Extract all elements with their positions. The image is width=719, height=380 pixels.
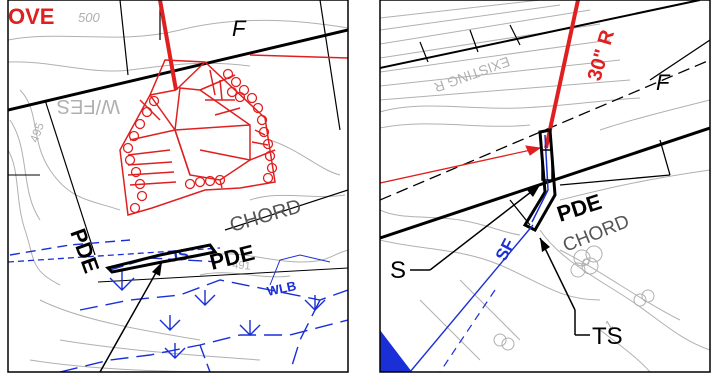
riprap-stone	[148, 95, 160, 107]
leader-arrow-left	[99, 261, 163, 372]
left-panel: OVE 500 F W/FES 495	[8, 0, 348, 372]
red-label-fragment: OVE	[8, 4, 54, 29]
pde-easement-outline	[105, 243, 218, 274]
riprap-stone	[246, 92, 258, 104]
storm-line-left	[8, 247, 221, 263]
riprap-stone	[264, 150, 276, 162]
storm-line-right-dashed	[439, 289, 496, 372]
riprap-stone	[124, 154, 136, 166]
riprap-stone	[128, 130, 140, 142]
left-contours	[8, 19, 348, 372]
storm-pipe-red	[380, 0, 580, 184]
callout-s: S	[390, 257, 406, 284]
riprap-stone	[234, 91, 246, 103]
chord-label-left: CHORD	[227, 195, 304, 236]
riprap-stone	[252, 102, 264, 114]
easement-label: W/FES	[57, 95, 120, 117]
callout-ts: TS	[592, 323, 623, 350]
riprap-stone	[194, 176, 206, 188]
contour-label-500: 500	[78, 10, 100, 25]
contour-label-491: 491	[232, 259, 251, 273]
riprap-stone	[129, 202, 141, 214]
riprap-stone	[184, 178, 196, 190]
riprap-stone	[262, 172, 274, 184]
riprap-stone	[266, 162, 278, 174]
existing-label: EXISTING R	[432, 54, 512, 96]
riprap-stone	[230, 76, 242, 88]
riprap-hatch	[127, 69, 269, 186]
riprap-stone	[141, 106, 153, 118]
riprap-stone	[262, 138, 274, 150]
storm-line-right	[409, 224, 534, 372]
callout-s-leader	[410, 184, 541, 271]
pipe-label: 30" R	[584, 27, 620, 83]
riprap-stone	[134, 118, 146, 130]
letter-f-right: F	[656, 70, 671, 95]
riprap-stone	[214, 174, 226, 186]
blue-arrowhead	[380, 330, 412, 372]
right-property-lines	[380, 0, 710, 240]
riprap-stone	[204, 175, 216, 187]
sf-label: SF	[492, 236, 519, 264]
letter-f: F	[232, 16, 247, 41]
left-property-lines	[8, 0, 348, 283]
pde-easement-right	[522, 128, 557, 232]
riprap-stones	[122, 68, 278, 214]
riprap-stone	[134, 178, 146, 190]
pde-label-left: PDE	[65, 225, 104, 276]
riprap-stone	[258, 126, 270, 138]
riprap-stone	[226, 86, 238, 98]
wlb-label: WLB	[266, 278, 298, 299]
riprap-stone	[122, 142, 134, 154]
right-panel: EXISTING R 1 F 30" R	[380, 0, 710, 372]
riprap-stone	[256, 114, 268, 126]
riprap-stone	[136, 190, 148, 202]
contour-label-495: 495	[27, 120, 47, 144]
pde-label-right-panel: PDE	[554, 189, 605, 227]
left-panel-frame	[7, 0, 349, 373]
tree-symbols	[493, 245, 655, 351]
callout-ts-leader	[539, 237, 590, 336]
wetland-symbols	[109, 270, 326, 359]
riprap-stone	[130, 166, 142, 178]
right-panel-frame	[379, 0, 711, 373]
riprap-stone	[222, 68, 234, 80]
